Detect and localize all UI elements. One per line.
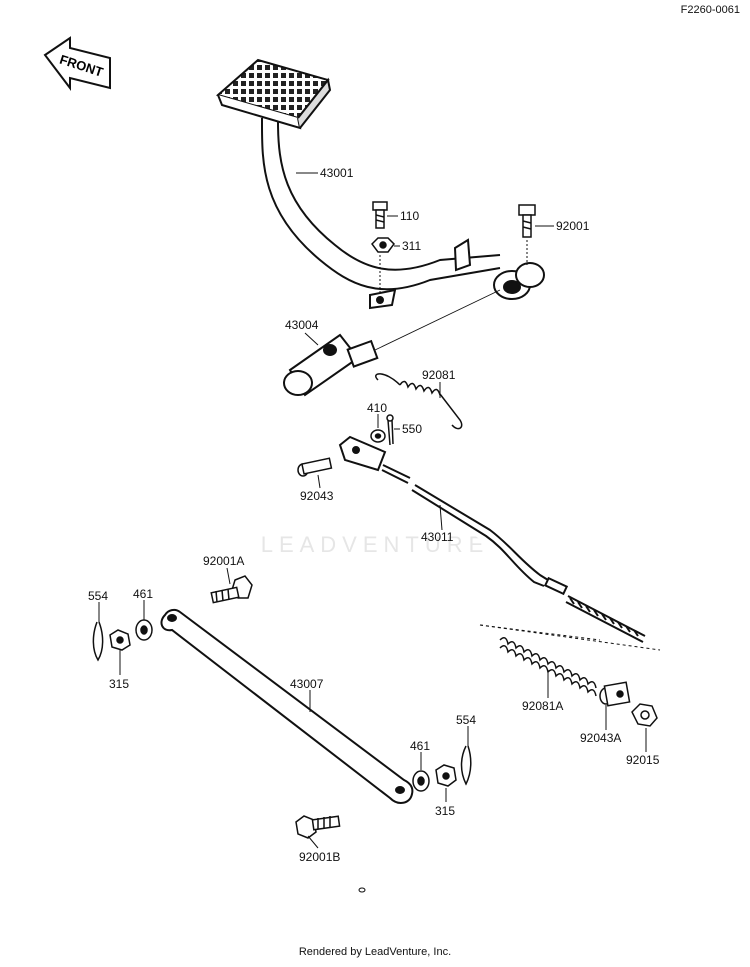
nut-92015 bbox=[631, 703, 658, 727]
spring-92081 bbox=[375, 373, 463, 430]
part-label-410: 410 bbox=[367, 401, 387, 415]
part-label-461-right: 461 bbox=[410, 739, 430, 753]
leader-lines bbox=[98, 172, 647, 849]
bolt-92001 bbox=[518, 204, 536, 238]
part-label-550: 550 bbox=[402, 422, 422, 436]
part-label-461-left: 461 bbox=[133, 587, 153, 601]
pin-92043 bbox=[297, 457, 333, 477]
washer-461-left bbox=[135, 619, 153, 641]
washer-410 bbox=[370, 429, 386, 443]
watermark: LEADVENTURE bbox=[260, 532, 490, 557]
part-label-92015: 92015 bbox=[626, 753, 660, 767]
nut-315-left bbox=[109, 629, 131, 651]
brake-rod-43011 bbox=[338, 435, 646, 643]
part-label-43004: 43004 bbox=[285, 318, 319, 332]
part-label-311: 311 bbox=[402, 239, 421, 253]
clip-554-left bbox=[92, 621, 104, 662]
lever-43004 bbox=[283, 333, 379, 397]
part-label-554-left: 554 bbox=[88, 589, 108, 603]
part-label-43001: 43001 bbox=[320, 166, 354, 180]
part-label-92081A: 92081A bbox=[522, 699, 563, 713]
part-label-92001A: 92001A bbox=[203, 554, 244, 568]
clip-554-right bbox=[460, 745, 472, 786]
part-label-92043A: 92043A bbox=[580, 731, 621, 745]
bolt-92001B bbox=[295, 815, 341, 839]
rod-43007 bbox=[160, 608, 414, 804]
part-label-554-right: 554 bbox=[456, 713, 476, 727]
nut-315-right bbox=[435, 764, 457, 787]
part-label-315-right: 315 bbox=[435, 804, 455, 818]
part-label-92001: 92001 bbox=[556, 219, 590, 233]
part-label-315-left: 315 bbox=[109, 677, 129, 691]
part-label-92043: 92043 bbox=[300, 489, 334, 503]
cotter-pin-550 bbox=[386, 414, 394, 446]
part-label-92081: 92081 bbox=[422, 368, 456, 382]
front-arrow-icon: FRONT bbox=[43, 36, 111, 91]
footer-credit: Rendered by LeadVenture, Inc. bbox=[298, 946, 452, 958]
brake-pedal-43001 bbox=[215, 58, 545, 310]
part-label-92001B: 92001B bbox=[299, 850, 340, 864]
bolt-92001A bbox=[210, 575, 253, 604]
bolt-110 bbox=[372, 201, 388, 229]
nut-311 bbox=[371, 237, 395, 253]
diagram-code: F2260-0061 bbox=[680, 4, 740, 16]
pin-92043A bbox=[599, 681, 631, 707]
part-label-43011: 43011 bbox=[421, 530, 454, 544]
part-label-110: 110 bbox=[400, 209, 419, 223]
washer-461-right bbox=[412, 770, 430, 792]
part-label-43007: 43007 bbox=[290, 677, 324, 691]
